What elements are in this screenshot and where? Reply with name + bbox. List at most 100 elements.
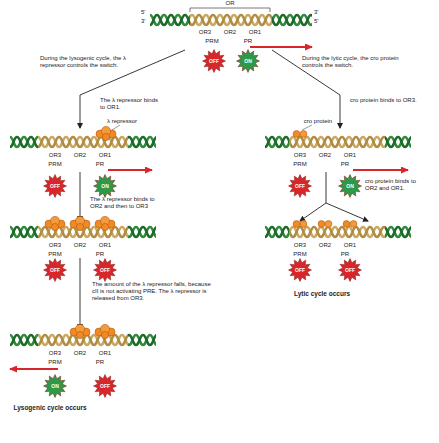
status-text: ON [93, 174, 117, 198]
cro-protein [343, 221, 357, 228]
status-star: OFF [93, 374, 117, 398]
star-outline [94, 375, 117, 398]
text-label: PRM [45, 251, 65, 258]
text-label: PR [335, 161, 355, 168]
status-text: OFF [202, 49, 226, 73]
star-outline [289, 175, 312, 198]
status-star: OFF [43, 174, 67, 198]
text-label: cro protein [298, 118, 338, 125]
text-label: During the lytic cycle, the cro protein … [302, 55, 402, 69]
text-label: PR [90, 161, 110, 168]
status-star: ON [43, 374, 67, 398]
status-star: ON [93, 174, 117, 198]
text-label: 5' [314, 18, 324, 25]
dna-helix [265, 134, 411, 150]
cro-protein [293, 221, 307, 228]
transcription-arrow [250, 46, 312, 48]
text-label: OR3 [290, 152, 310, 159]
text-label: OR1 [245, 29, 265, 36]
text-label: OR1 [95, 242, 115, 249]
text-label: PR [90, 359, 110, 366]
text-label: OR [215, 0, 245, 7]
lambda-repressor [70, 324, 90, 338]
status-text: OFF [288, 174, 312, 198]
text-label: 5' [141, 9, 151, 16]
text-label: The amount of the λ repressor falls, bec… [92, 281, 212, 302]
status-text: OFF [93, 258, 117, 282]
star-outline [203, 50, 226, 73]
dna-helix [10, 134, 156, 150]
text-label: OR1 [95, 350, 115, 357]
status-star: ON [236, 49, 260, 73]
text-label: OR3 [45, 350, 65, 357]
status-text: OFF [43, 258, 67, 282]
lambda-repressor [70, 216, 90, 230]
text-label: PR [90, 251, 110, 258]
cro-protein [293, 131, 307, 138]
lambda-repressor [45, 216, 65, 230]
transcription-arrow [353, 169, 408, 171]
status-star: OFF [202, 49, 226, 73]
outcome-label: Lysogenic cycle occurs [5, 404, 95, 411]
lambda-repressor [96, 126, 116, 140]
text-label: OR1 [340, 152, 360, 159]
text-label: 3' [314, 9, 324, 16]
status-text: ON [338, 174, 362, 198]
transcription-arrow [108, 169, 152, 171]
text-label: PR [335, 251, 355, 258]
status-text: OFF [288, 258, 312, 282]
text-label: OR2 [70, 242, 90, 249]
text-label: OR2 [70, 350, 90, 357]
star-outline [44, 375, 67, 398]
status-text: ON [236, 49, 260, 73]
status-star: OFF [288, 174, 312, 198]
star-outline [339, 175, 362, 198]
status-star: OFF [338, 258, 362, 282]
flow-arrow [80, 50, 185, 128]
text-label: The λ repressor binds to OR2 and then to… [90, 196, 162, 210]
status-text: OFF [338, 258, 362, 282]
text-label: During the lysogenic cycle, the λ repres… [40, 55, 132, 69]
text-label: PRM [202, 38, 222, 45]
text-label: λ repressor [102, 118, 142, 125]
star-outline [44, 259, 67, 282]
star-outline [94, 259, 117, 282]
operator-bracket [190, 8, 270, 12]
leader-line [302, 125, 312, 130]
text-label: OR2 [220, 29, 240, 36]
status-star: OFF [288, 258, 312, 282]
transcription-arrow [10, 368, 58, 370]
leader-line [112, 125, 120, 130]
cro-protein [318, 221, 332, 228]
outcome-label: Lytic cycle occurs [282, 290, 362, 297]
flow-arrow [80, 172, 81, 221]
status-text: OFF [93, 374, 117, 398]
text-label: cro protein binds to OR3. [350, 97, 420, 104]
text-label: PRM [45, 359, 65, 366]
text-label: PRM [290, 251, 310, 258]
status-star: OFF [93, 258, 117, 282]
dna-helix [150, 12, 312, 28]
lambda-repressor [95, 216, 115, 230]
text-label: 3' [141, 18, 151, 25]
text-label: cro protein binds to OR2 and OR1. [365, 178, 421, 192]
status-text: ON [43, 374, 67, 398]
star-outline [94, 175, 117, 198]
text-label: PRM [45, 161, 65, 168]
flow-arrow [272, 50, 340, 128]
status-star: OFF [43, 258, 67, 282]
dna-helix [265, 224, 411, 240]
text-label: PR [238, 38, 258, 45]
status-star: ON [338, 174, 362, 198]
text-label: OR2 [70, 152, 90, 159]
text-label: OR3 [45, 242, 65, 249]
text-label: The λ repressor binds to OR1. [100, 97, 162, 111]
star-outline [339, 259, 362, 282]
flow-arrow [80, 258, 81, 329]
text-label: OR3 [195, 29, 215, 36]
lambda-repressor [95, 324, 115, 338]
text-label: OR3 [45, 152, 65, 159]
text-label: OR3 [290, 242, 310, 249]
star-outline [289, 259, 312, 282]
